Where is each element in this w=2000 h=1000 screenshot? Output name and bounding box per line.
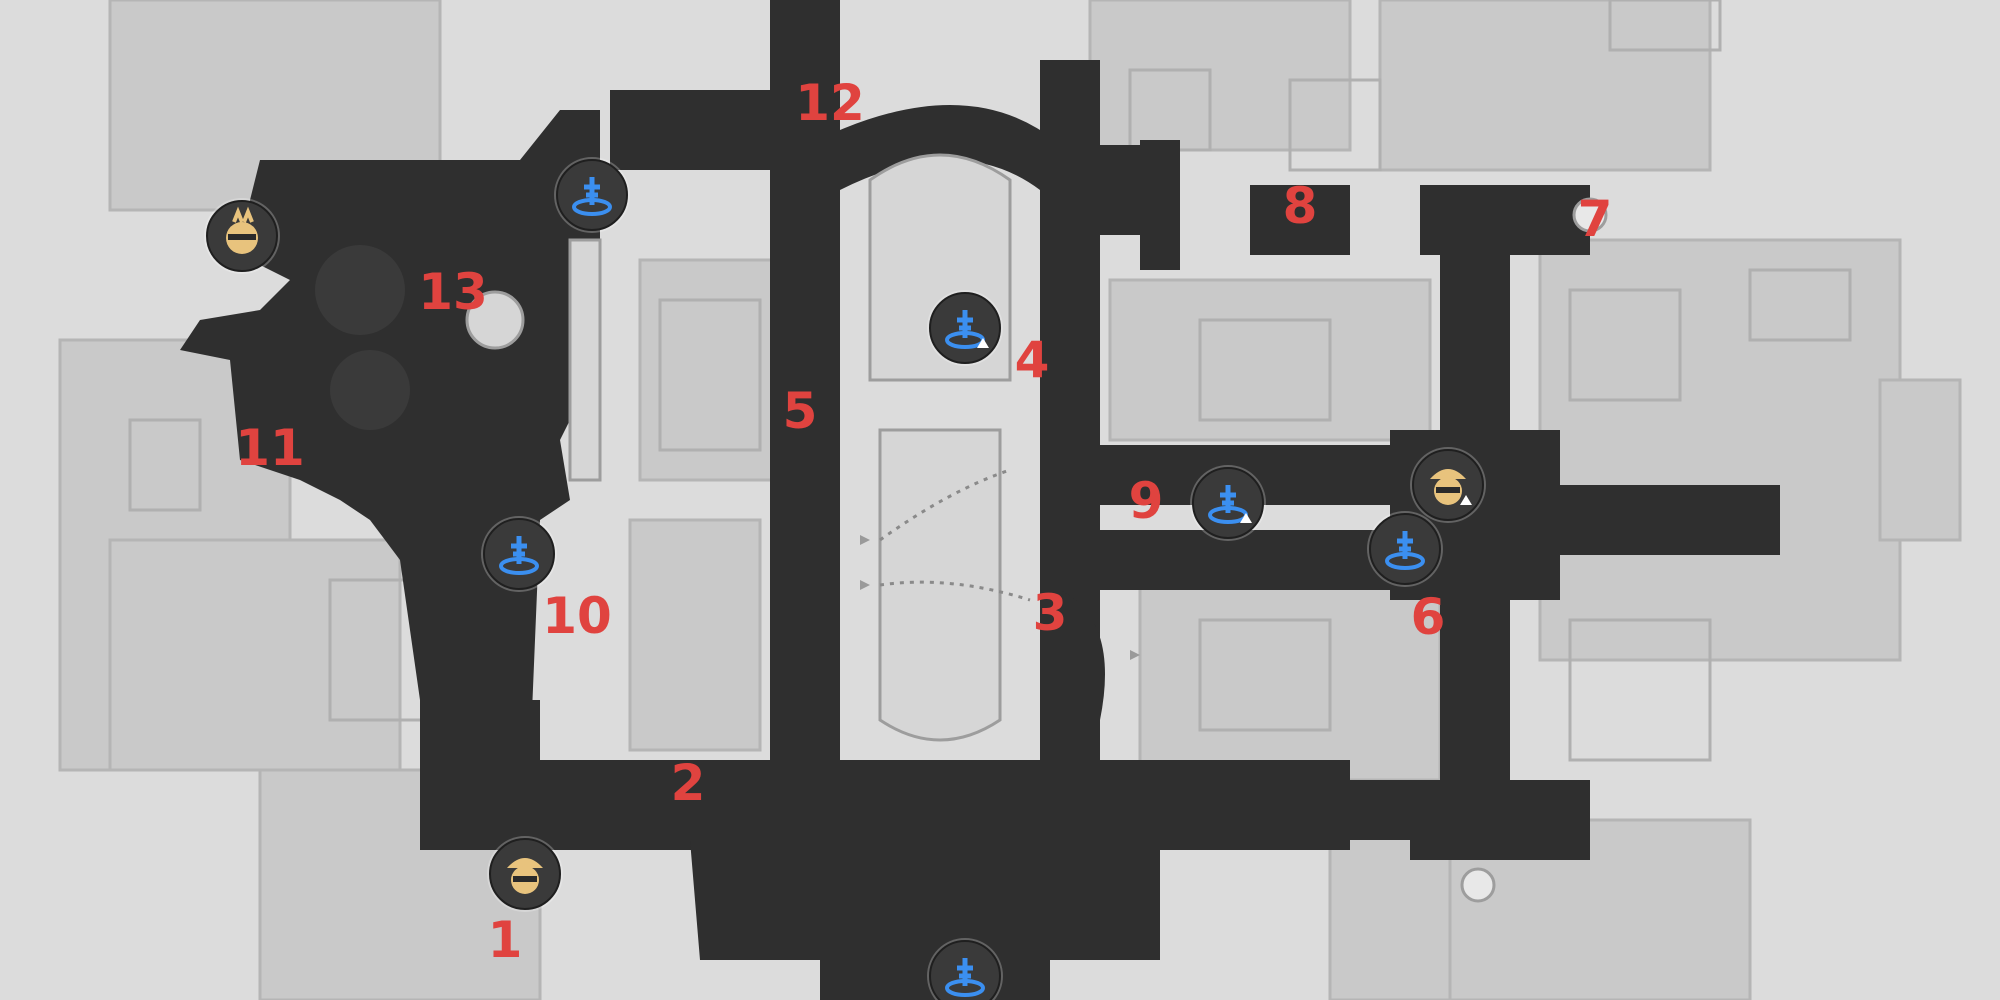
location-label-4: 4 xyxy=(1014,331,1050,389)
location-label-1: 1 xyxy=(487,911,523,969)
npc-icon[interactable] xyxy=(206,200,278,272)
location-label-5: 5 xyxy=(782,382,818,440)
location-label-6: 6 xyxy=(1410,588,1446,646)
space-anchor-icon[interactable] xyxy=(1369,513,1441,585)
location-label-10: 10 xyxy=(542,587,612,645)
left-plaza-circles xyxy=(315,245,410,430)
location-label-3: 3 xyxy=(1032,584,1068,642)
location-label-2: 2 xyxy=(670,754,706,812)
npc-icon[interactable] xyxy=(1412,449,1484,521)
space-anchor-icon[interactable] xyxy=(929,940,1001,1000)
location-label-9: 9 xyxy=(1128,472,1164,530)
space-anchor-icon[interactable] xyxy=(1192,467,1264,539)
location-label-13: 13 xyxy=(418,263,488,321)
plazas-layer xyxy=(568,153,1012,742)
location-label-7: 7 xyxy=(1577,190,1613,248)
location-label-8: 8 xyxy=(1282,177,1318,235)
space-anchor-icon[interactable] xyxy=(556,159,628,231)
npc-icon[interactable] xyxy=(489,838,561,910)
space-anchor-icon[interactable] xyxy=(483,518,555,590)
roads-layer xyxy=(180,0,1780,1000)
space-anchor-icon[interactable] xyxy=(929,292,1001,364)
location-label-12: 12 xyxy=(795,74,865,132)
location-label-11: 11 xyxy=(235,419,305,477)
